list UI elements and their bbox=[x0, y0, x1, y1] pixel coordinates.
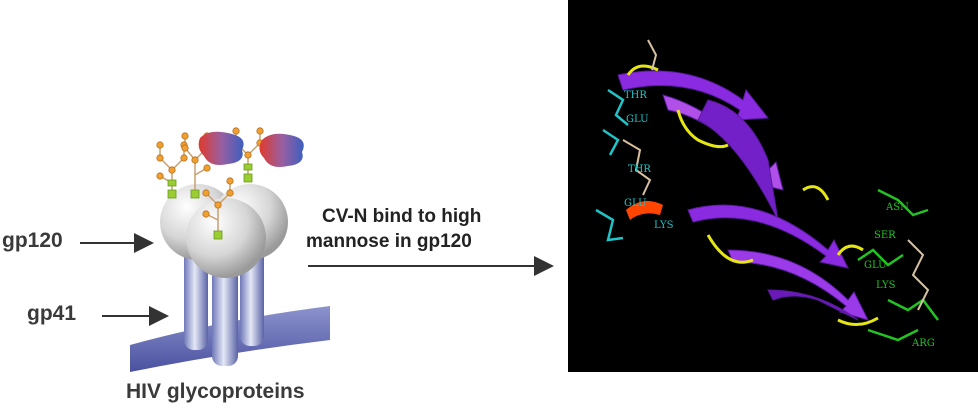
residue-label: GLU bbox=[864, 260, 887, 271]
residue-label: SER bbox=[874, 230, 896, 241]
residue-label: THR bbox=[628, 164, 651, 175]
residue-label: GLU bbox=[624, 198, 647, 209]
residue-labels-right: ASN SER GLU LYS ARG bbox=[864, 202, 935, 349]
residue-label: ARG bbox=[911, 338, 935, 349]
left-sidechains bbox=[595, 88, 629, 242]
gp41-stalk bbox=[212, 262, 238, 366]
helix bbox=[626, 201, 663, 220]
right-sidechains bbox=[857, 188, 939, 342]
hiv-glycoproteins-caption: HIV glycoproteins bbox=[126, 380, 305, 403]
glycan-sticks bbox=[622, 39, 930, 311]
residue-label: LYS bbox=[654, 220, 674, 231]
residue-label: LYS bbox=[876, 280, 896, 291]
gp120-label: gp120 bbox=[2, 229, 63, 252]
residue-labels-left: THR GLU THR GLU LYS bbox=[624, 90, 674, 231]
cvn-molecule bbox=[198, 131, 244, 165]
gp120-sphere bbox=[186, 198, 266, 278]
cvn-molecule bbox=[259, 133, 304, 167]
arrow-label-line2: mannose in gp120 bbox=[306, 231, 472, 252]
glycan-base-nodes bbox=[167, 163, 253, 240]
cvn-structure-render: THR GLU THR GLU LYS ASN SER GLU LYS ARG bbox=[595, 39, 939, 349]
gp41-label: gp41 bbox=[27, 302, 77, 325]
loops bbox=[626, 64, 879, 326]
residue-label: GLU bbox=[626, 114, 649, 125]
protein-structure-panel: THR GLU THR GLU LYS ASN SER GLU LYS ARG bbox=[568, 0, 978, 372]
beta-strands bbox=[617, 70, 869, 321]
residue-label: THR bbox=[624, 90, 647, 101]
arrow-label-line1: CV-N bind to high bbox=[322, 206, 482, 227]
residue-label: ASN bbox=[885, 202, 909, 213]
